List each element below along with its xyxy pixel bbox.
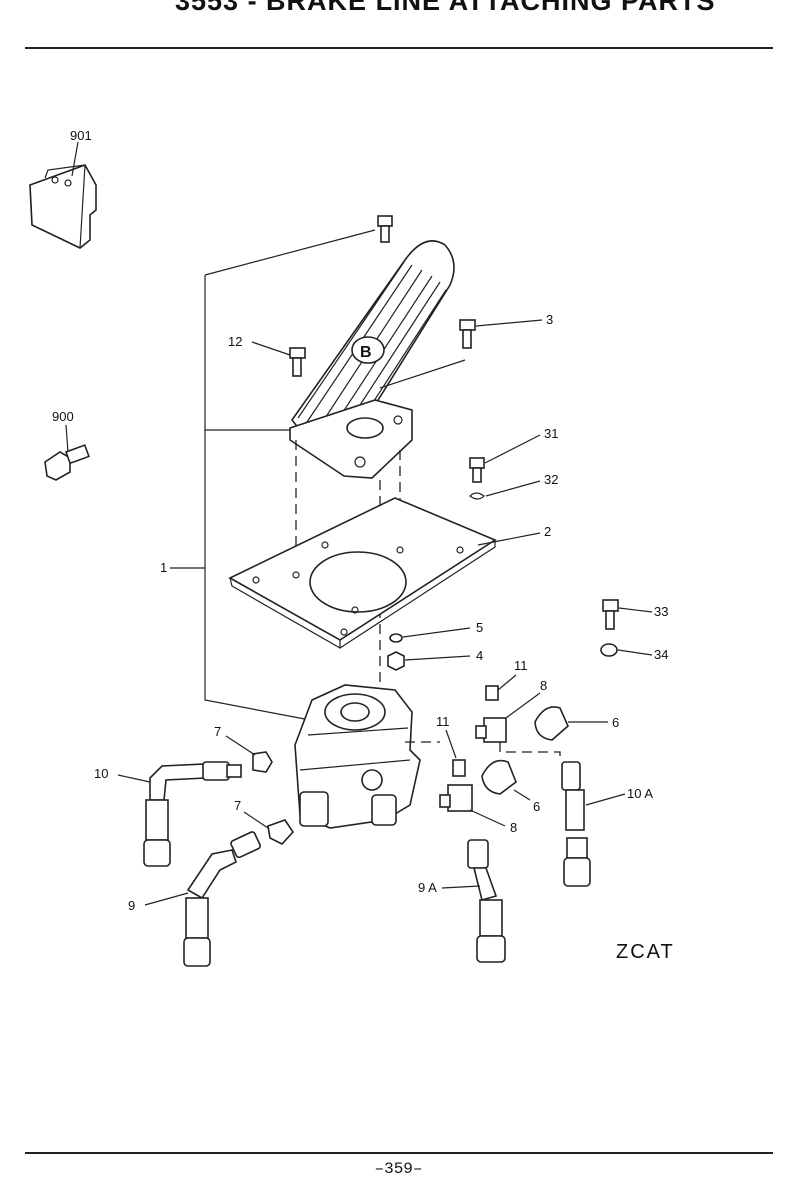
pedal-top-bolt[interactable] bbox=[377, 215, 393, 243]
callout-6-lower: 6 bbox=[533, 799, 540, 814]
callout-10: 10 bbox=[94, 766, 108, 781]
page-title: 3553 - BRAKE LINE ATTACHING PARTS bbox=[175, 0, 716, 16]
callout-9a: 9 A bbox=[418, 880, 437, 895]
part-33-bolt[interactable] bbox=[602, 599, 653, 630]
part-6-elbow-lower[interactable] bbox=[481, 759, 531, 801]
part-12-bolt[interactable] bbox=[251, 341, 306, 377]
part-11-plug[interactable] bbox=[485, 674, 517, 701]
svg-text:B: B bbox=[360, 344, 372, 361]
part-8-fitting-lower[interactable] bbox=[439, 784, 506, 827]
callout-33: 33 bbox=[654, 604, 668, 619]
part-32-washer[interactable] bbox=[469, 480, 541, 500]
part-10a-hose[interactable] bbox=[561, 761, 626, 887]
callout-34: 34 bbox=[654, 647, 668, 662]
callout-900: 900 bbox=[52, 409, 74, 424]
top-divider bbox=[25, 47, 773, 49]
part-4-nut[interactable] bbox=[387, 651, 471, 671]
callout-5: 5 bbox=[476, 620, 483, 635]
part-2-mounting-plate[interactable] bbox=[228, 497, 541, 650]
part-3-bolt[interactable] bbox=[459, 319, 543, 349]
bottom-divider bbox=[25, 1152, 773, 1154]
callout-1: 1 bbox=[160, 560, 167, 575]
brake-valve[interactable] bbox=[294, 684, 421, 829]
callout-12: 12 bbox=[228, 334, 242, 349]
part-8-fitting[interactable] bbox=[475, 692, 541, 743]
diagram-code: ZCAT bbox=[616, 941, 675, 963]
callout-7-upper: 7 bbox=[214, 724, 221, 739]
callout-4: 4 bbox=[476, 648, 483, 663]
part-6-elbow[interactable] bbox=[534, 706, 608, 741]
callout-2: 2 bbox=[544, 524, 551, 539]
part-901-bracket[interactable] bbox=[29, 141, 97, 249]
pedal-base-plate[interactable] bbox=[289, 399, 413, 479]
callout-6-upper: 6 bbox=[612, 715, 619, 730]
part-7-plug-lower[interactable] bbox=[243, 811, 295, 845]
callout-31: 31 bbox=[544, 426, 558, 441]
part-11-plug-lower[interactable] bbox=[445, 729, 466, 777]
callout-8-upper: 8 bbox=[540, 678, 547, 693]
part-7-plug[interactable] bbox=[225, 735, 273, 773]
callout-10a: 10 A bbox=[627, 786, 653, 801]
part-9-hose[interactable] bbox=[144, 831, 261, 967]
part-5-washer[interactable] bbox=[389, 627, 471, 643]
part-34-nut[interactable] bbox=[600, 643, 653, 657]
callout-3: 3 bbox=[546, 312, 553, 327]
part-9a-hose[interactable] bbox=[441, 839, 506, 963]
callout-11-lower: 11 bbox=[436, 714, 450, 729]
callout-8-lower: 8 bbox=[510, 820, 517, 835]
page-number: –359– bbox=[374, 1160, 423, 1178]
part-900-bolt[interactable] bbox=[44, 424, 90, 481]
callout-32: 32 bbox=[544, 472, 558, 487]
callout-9: 9 bbox=[128, 898, 135, 913]
callout-11-upper: 11 bbox=[514, 658, 528, 673]
part-31-bolt[interactable] bbox=[469, 434, 541, 483]
part-10-hose[interactable] bbox=[117, 761, 242, 867]
callout-7-lower: 7 bbox=[234, 798, 241, 813]
callout-901: 901 bbox=[70, 128, 92, 143]
